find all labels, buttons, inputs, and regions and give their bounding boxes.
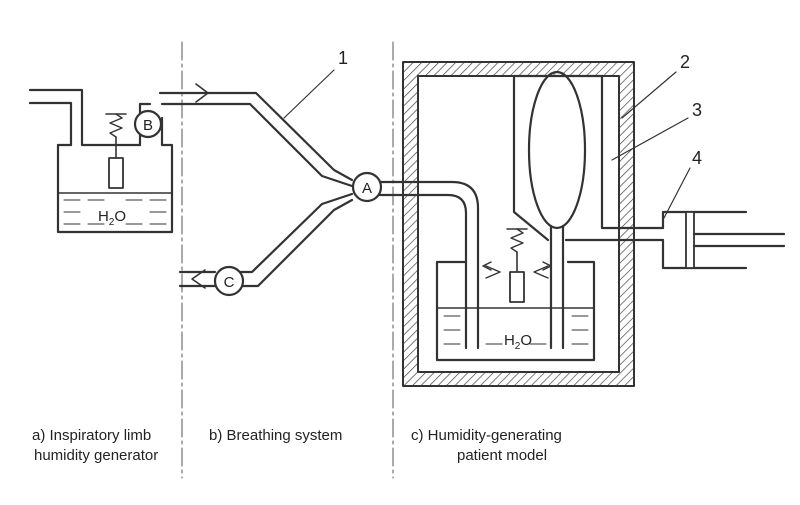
caption-a-line1: a) Inspiratory limb bbox=[32, 427, 152, 444]
caption-c-line1: c) Humidity-generating bbox=[411, 427, 562, 444]
callout-2: 2 bbox=[680, 52, 690, 72]
caption-section-c: c) Humidity-generating patient model bbox=[411, 426, 562, 466]
piston-cylinder bbox=[661, 210, 786, 270]
inspiratory-humidifier bbox=[28, 88, 212, 234]
breathing-system bbox=[178, 69, 354, 289]
caption-a-line2: humidity generator bbox=[34, 447, 159, 464]
node-c: C bbox=[213, 265, 245, 297]
node-c-label: C bbox=[224, 274, 235, 291]
caption-section-a: a) Inspiratory limb humidity generator bbox=[32, 426, 158, 466]
water-dashes-left bbox=[63, 199, 167, 225]
patient-connection-pipe bbox=[378, 180, 480, 274]
caption-b-line1: b) Breathing system bbox=[209, 427, 343, 444]
water-dashes-right bbox=[443, 315, 589, 345]
callout-4: 4 bbox=[692, 148, 702, 168]
lung-balloon bbox=[527, 70, 587, 230]
node-a-label: A bbox=[362, 180, 372, 197]
callout-3: 3 bbox=[692, 100, 702, 120]
caption-section-b: b) Breathing system bbox=[209, 426, 342, 446]
water-label-left: H2O bbox=[98, 208, 126, 228]
water-label-right: H2O bbox=[504, 332, 532, 352]
caption-c-line2: patient model bbox=[457, 447, 548, 464]
patient-model bbox=[402, 61, 691, 387]
vapour-arrows bbox=[482, 261, 552, 279]
node-b-label: B bbox=[143, 117, 153, 134]
node-b: B bbox=[133, 109, 163, 139]
node-a: A bbox=[351, 171, 383, 203]
callout-1: 1 bbox=[338, 48, 348, 68]
